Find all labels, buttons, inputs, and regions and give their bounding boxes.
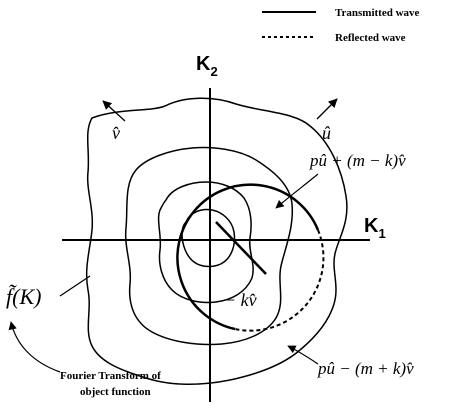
reflected-arc xyxy=(234,229,325,332)
transmitted-arc xyxy=(176,183,320,331)
minus-kv-label: − kv̂ xyxy=(224,290,257,310)
v-hat-label: v̂ xyxy=(112,123,120,143)
v-hat-arrow xyxy=(102,100,126,122)
legend-transmitted-label: Transmitted wave xyxy=(335,7,420,19)
u-hat-label: û xyxy=(322,123,331,143)
contour-outer xyxy=(85,97,348,385)
reflected-leader xyxy=(287,345,319,365)
f-tilde-label: f̃(K) xyxy=(6,284,41,309)
legend-reflected-label: Reflected wave xyxy=(335,32,406,44)
transmitted-leader xyxy=(275,173,319,209)
f-tilde-leader xyxy=(59,275,91,297)
minus-kv-vector xyxy=(215,221,267,275)
caption-leader xyxy=(8,321,61,373)
reflected-equation: pû − (m + k)v̂ xyxy=(317,359,414,378)
k2-axis-label: K2 xyxy=(196,53,218,79)
legend: Transmitted wave Reflected wave xyxy=(262,7,420,44)
k1-axis-label: K1 xyxy=(364,215,386,241)
caption-line-1: Fourier Transform of xyxy=(60,370,161,382)
u-hat-arrow xyxy=(316,98,338,120)
contour-inner xyxy=(157,181,254,304)
transmitted-equation: pû + (m − k)v̂ xyxy=(309,151,406,170)
caption-line-2: object function xyxy=(80,386,151,398)
contour-middle xyxy=(124,146,294,346)
